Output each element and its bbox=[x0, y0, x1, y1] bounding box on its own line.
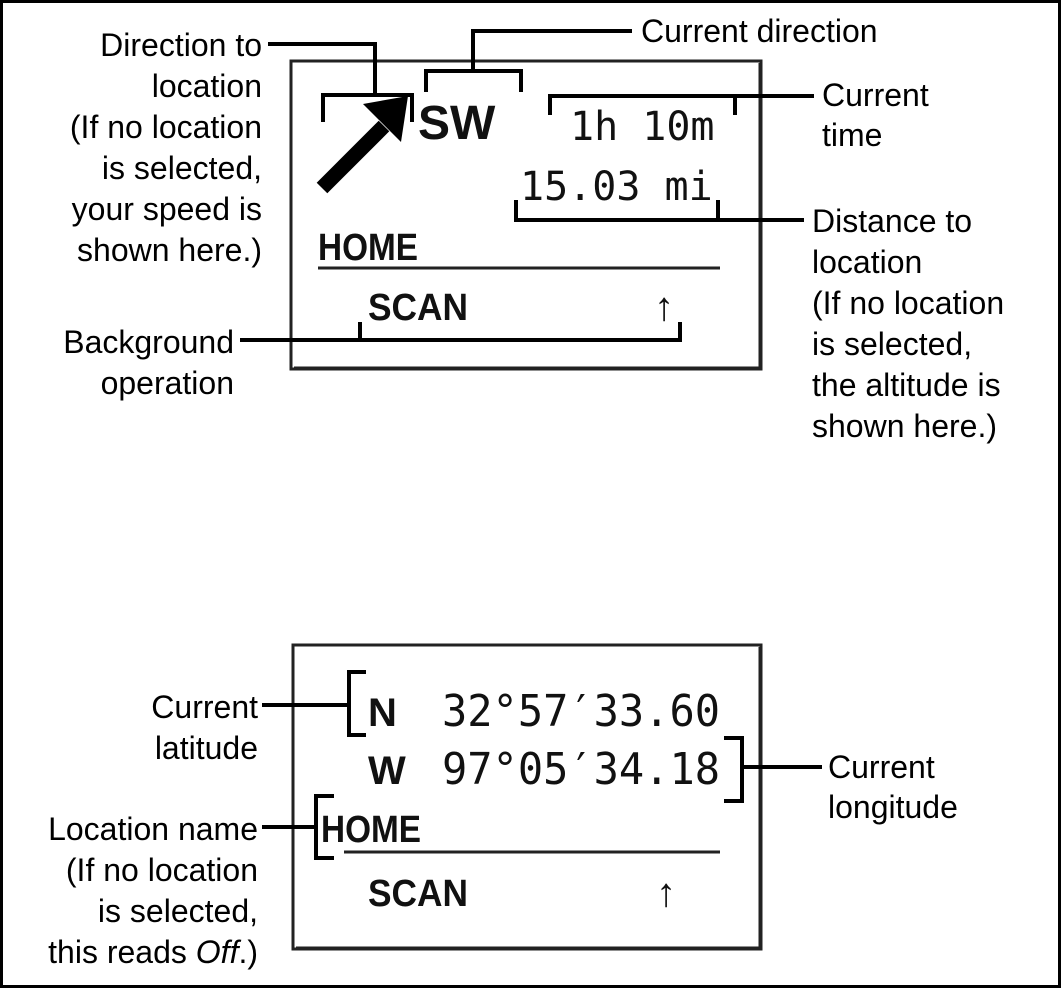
location-name-value: HOME bbox=[321, 809, 421, 851]
svg-text:Current: Current bbox=[822, 77, 929, 113]
svg-text:latitude: latitude bbox=[155, 730, 258, 766]
longitude-value: 97°05′34.18 bbox=[442, 744, 720, 795]
svg-text:location: location bbox=[152, 68, 262, 104]
label-background-operation: Background operation bbox=[63, 324, 234, 401]
svg-text:Location name: Location name bbox=[48, 811, 258, 847]
direction-arrow-icon bbox=[316, 96, 408, 194]
label-direction-to-location: Direction to location (If no location is… bbox=[70, 27, 262, 268]
label-current-direction: Current direction bbox=[641, 13, 878, 49]
location-name-value: HOME bbox=[318, 227, 418, 269]
svg-text:Direction to: Direction to bbox=[100, 27, 262, 63]
latitude-value: 32°57′33.60 bbox=[442, 686, 720, 737]
longitude-direction: W bbox=[368, 749, 406, 793]
svg-text:the altitude is: the altitude is bbox=[812, 367, 1001, 403]
operation-arrow-icon: ↑ bbox=[654, 285, 674, 329]
svg-text:is selected,: is selected, bbox=[102, 150, 262, 186]
svg-text:Current: Current bbox=[151, 689, 258, 725]
svg-text:time: time bbox=[822, 117, 882, 153]
operation-arrow-icon: ↑ bbox=[656, 871, 676, 915]
latitude-direction: N bbox=[368, 691, 397, 735]
label-current-latitude: Current latitude bbox=[151, 689, 258, 766]
top-callout-lines bbox=[240, 29, 814, 342]
svg-text:shown here.): shown here.) bbox=[812, 408, 997, 444]
svg-text:operation: operation bbox=[101, 365, 234, 401]
label-current-longitude: Current longitude bbox=[828, 749, 958, 825]
svg-text:your speed is: your speed is bbox=[72, 191, 262, 227]
svg-text:Current: Current bbox=[828, 749, 935, 785]
current-direction-value: SW bbox=[418, 97, 496, 150]
distance-value: 15.03 mi bbox=[520, 164, 713, 210]
label-current-time: Current time bbox=[822, 77, 929, 153]
svg-text:Distance to: Distance to bbox=[812, 203, 972, 239]
svg-text:(If no location: (If no location bbox=[812, 285, 1004, 321]
svg-text:longitude: longitude bbox=[828, 789, 958, 825]
svg-text:is selected,: is selected, bbox=[98, 893, 258, 929]
svg-text:location: location bbox=[812, 244, 922, 280]
background-operation-value: SCAN bbox=[368, 287, 468, 329]
svg-text:is selected,: is selected, bbox=[812, 326, 972, 362]
current-time-value: 1h 10m bbox=[570, 104, 715, 150]
bottom-lcd-screen: N 32°57′33.60 W 97°05′34.18 HOME SCAN ↑ bbox=[291, 643, 763, 951]
svg-text:(If no location: (If no location bbox=[66, 852, 258, 888]
top-lcd-screen: SW 1h 10m 15.03 mi HOME SCAN ↑ bbox=[289, 59, 763, 371]
svg-text:Background: Background bbox=[63, 324, 234, 360]
background-operation-value: SCAN bbox=[368, 873, 468, 915]
label-distance-to-location: Distance to location (If no location is … bbox=[812, 203, 1004, 444]
svg-text:this reads Off.): this reads Off.) bbox=[48, 934, 258, 970]
bottom-callout-lines bbox=[262, 670, 822, 860]
label-location-name: Location name (If no location is selecte… bbox=[48, 811, 258, 970]
svg-text:(If no location: (If no location bbox=[70, 109, 262, 145]
svg-text:shown here.): shown here.) bbox=[77, 232, 262, 268]
